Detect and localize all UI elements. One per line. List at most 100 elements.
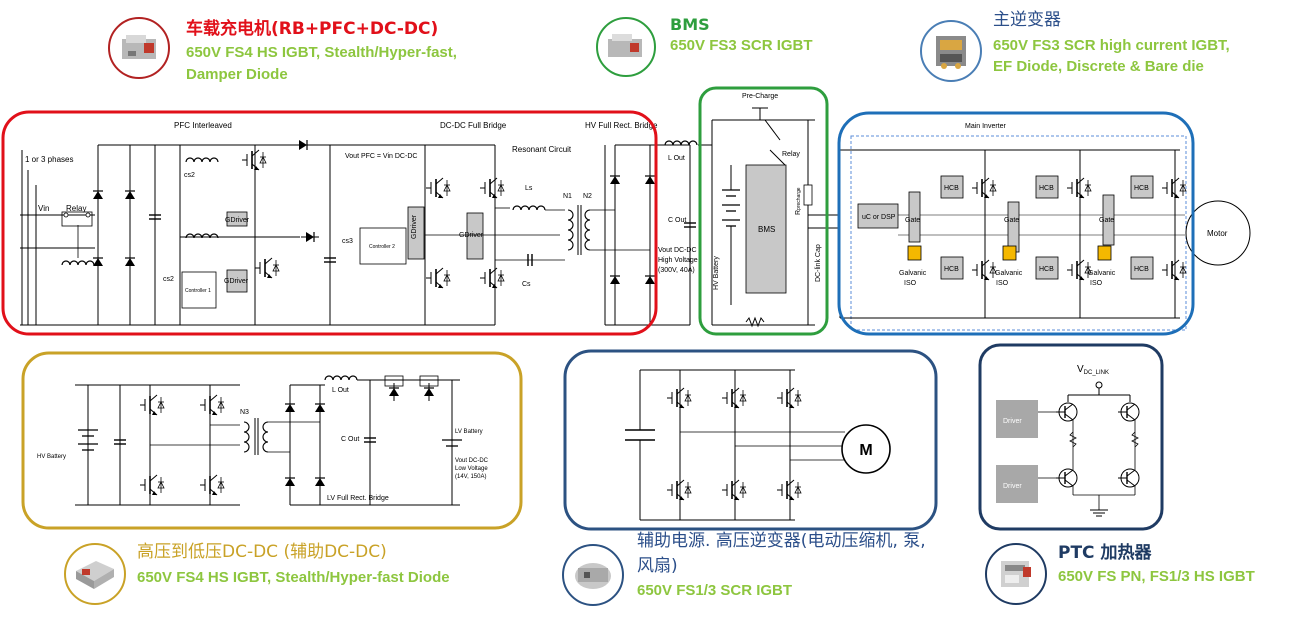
gdriver-label-2: GDriver <box>224 278 249 285</box>
relay-2-label: Relay <box>782 151 800 158</box>
cs3-label: cs3 <box>342 238 353 245</box>
aux-motor-label: M <box>859 442 872 459</box>
ptc-title: PTC 加热器 <box>1058 543 1152 563</box>
cs2-label: cs2 <box>184 172 195 179</box>
galvanic-label-1: Galvanic <box>899 270 927 277</box>
inverter-outline <box>837 111 1195 336</box>
dc-link-cap-label: DC-link Cap <box>815 244 822 282</box>
hcb-label-5: HCB <box>1134 185 1149 192</box>
ptc-labels: VDC_LINK Driver Driver <box>1003 364 1109 490</box>
bms-block-label: BMS <box>758 225 775 234</box>
aux-title-2: 风扇) <box>637 556 678 576</box>
hv-battery-label: HV Battery <box>713 256 720 290</box>
hv-output-schematic <box>664 140 712 325</box>
galvanic-label-2: Galvanic <box>995 270 1023 277</box>
controller-1-label: Controller 1 <box>185 288 211 294</box>
lv-rect-label: LV Full Rect. Bridge <box>327 495 389 502</box>
hcb-label-4: HCB <box>1039 266 1054 273</box>
dcdc-spec: 650V FS4 HS IGBT, Stealth/Hyper-fast Dio… <box>137 569 450 586</box>
vout-lv-1: Vout DC-DC <box>455 458 489 464</box>
l-out-2-label: L Out <box>332 387 349 394</box>
ptc-spec: 650V FS PN, FS1/3 HS IGBT <box>1058 568 1255 585</box>
iso-label-3: ISO <box>1090 280 1103 287</box>
obc-title: 车载充电机(RB+PFC+DC-DC) <box>186 19 439 39</box>
bms-product-icon <box>596 17 656 77</box>
obc-product-icon <box>108 17 170 79</box>
cs2b-label: cs2 <box>163 276 174 283</box>
aux-outline <box>563 349 938 531</box>
uc-dsp-label: uC or DSP <box>862 214 896 221</box>
vdc-letter: V <box>1077 364 1084 375</box>
bms-title: BMS <box>670 15 710 34</box>
ls-label: Ls <box>525 185 533 192</box>
pfc-label: PFC Interleaved <box>174 121 232 130</box>
dcdc-outline <box>21 351 523 530</box>
vin-label: Vin <box>38 204 49 213</box>
obc-schematic-labels: PFC Interleaved DC-DC Full Bridge HV Ful… <box>25 121 658 294</box>
vout-lv-3: (14V, 150A) <box>455 474 486 480</box>
main-inverter-label: Main Inverter <box>965 123 1007 130</box>
hcb-label-2: HCB <box>944 266 959 273</box>
hv-output-labels: L Out C Out Vout DC-DC High Voltage (300… <box>658 155 698 274</box>
bms-schematic <box>711 107 840 328</box>
inverter-labels: Main Inverter uC or DSP HCB HCB HCB HCB … <box>862 123 1228 287</box>
vout-dcdc-2: High Voltage <box>658 257 698 264</box>
r-precharge-label: Rprecharge <box>795 187 802 215</box>
relay-label: Relay <box>66 204 86 213</box>
pre-charge-label: Pre-Charge <box>742 93 778 100</box>
galvanic-label-3: Galvanic <box>1088 270 1116 277</box>
gdriver-label-3: GDriver <box>411 214 418 239</box>
r-precharge-letter: R <box>795 210 802 215</box>
bms-spec: 650V FS3 SCR IGBT <box>670 37 813 54</box>
dcdc-product-icon <box>64 543 126 605</box>
motor-label: Motor <box>1207 229 1228 238</box>
n2-label: N2 <box>583 193 592 200</box>
obc-spec-1: 650V FS4 HS IGBT, Stealth/Hyper-fast, <box>186 44 457 61</box>
hv-rect-label: HV Full Rect. Bridge <box>585 121 658 130</box>
gdriver-label-1: GDriver <box>225 217 250 224</box>
lvdcdc-schematic <box>75 375 462 506</box>
dcdc-fb-label: DC-DC Full Bridge <box>440 121 507 130</box>
n3-label: N3 <box>240 409 249 416</box>
hv-battery-2-label: HV Battery <box>37 454 66 460</box>
ptc-outline <box>978 343 1164 531</box>
driver-label-2: Driver <box>1003 483 1022 490</box>
driver-label-1: Driver <box>1003 418 1022 425</box>
lv-battery-label: LV Battery <box>455 429 483 435</box>
hcb-label-6: HCB <box>1134 266 1149 273</box>
c-out-label: C Out <box>668 217 686 224</box>
iso-label-2: ISO <box>996 280 1009 287</box>
inverter-title: 主逆变器 <box>993 10 1061 30</box>
gate-label-3: Gate <box>1099 217 1114 224</box>
aux-spec: 650V FS1/3 SCR IGBT <box>637 582 793 599</box>
ptc-product-icon <box>985 543 1047 605</box>
resonant-label: Resonant Circuit <box>512 145 572 154</box>
obc-spec-2: Damper Diode <box>186 66 288 83</box>
aux-schematic <box>625 369 891 521</box>
bms-schematic-labels: Pre-Charge BMS HV Battery Relay Rprechar… <box>713 93 822 290</box>
obc-outline <box>1 110 658 336</box>
inverter-product-icon <box>920 20 982 82</box>
cs-label: Cs <box>522 281 531 288</box>
vout-dcdc-3: (300V, 40A) <box>658 267 695 274</box>
bms-outline <box>698 86 829 336</box>
gate-label-1: Gate <box>905 217 920 224</box>
r-precharge-sub: precharge <box>796 187 802 210</box>
gate-label-2: Gate <box>1004 217 1019 224</box>
l-out-label: L Out <box>668 155 685 162</box>
hcb-label-3: HCB <box>1039 185 1054 192</box>
ptc-schematic <box>996 381 1140 517</box>
inverter-spec-1: 650V FS3 SCR high current IGBT, <box>993 37 1230 54</box>
lvdcdc-labels: N3 L Out C Out HV Battery LV Battery Vou… <box>37 387 489 502</box>
phases-label: 1 or 3 phases <box>25 155 73 164</box>
vdc-sub: DC_LINK <box>1084 370 1109 376</box>
iso-label-1: ISO <box>904 280 917 287</box>
dcdc-title: 高压到低压DC-DC (辅助DC-DC) <box>137 542 387 562</box>
controller-2-label: Controller 2 <box>369 244 395 250</box>
n1-label: N1 <box>563 193 572 200</box>
gdriver-label-4: GDriver <box>459 232 484 239</box>
vout-pfc-label: Vout PFC = Vin DC-DC <box>345 153 417 160</box>
vout-lv-2: Low Voltage <box>455 466 488 472</box>
obc-schematic <box>20 139 690 326</box>
